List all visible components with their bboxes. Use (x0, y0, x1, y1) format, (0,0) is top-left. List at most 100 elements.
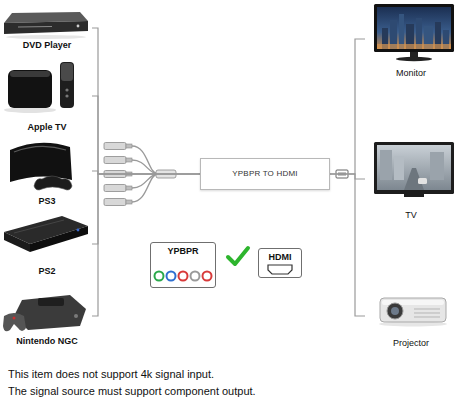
cable-connector (92, 174, 200, 244)
display-device: TV (365, 138, 457, 220)
note-text: This item does not support 4k signal inp… (8, 368, 214, 381)
node-label: Projector (393, 338, 429, 348)
tv-picture-part (377, 145, 451, 190)
monitor-picture-part (377, 7, 451, 49)
nintendo-picture (3, 295, 86, 331)
apple-tv-picture-part (10, 71, 50, 77)
node-label: Monitor (396, 68, 426, 78)
dvd-player-picture-part (77, 25, 80, 28)
rca-plugs-part (132, 174, 158, 202)
projector-picture-part (414, 313, 440, 314)
rca-plugs-part (104, 143, 126, 150)
note-text: The signal source must support component… (8, 385, 256, 398)
rca-plugs-part (104, 157, 126, 164)
hdmi-port-symbol-part (268, 265, 292, 274)
dvd-player-picture-part (4, 21, 88, 34)
projector-picture-part (391, 307, 399, 315)
dvd-player-picture-part (18, 26, 52, 28)
tv-picture-part (404, 194, 424, 197)
tv-picture (374, 142, 454, 197)
source-device: DVD Player (2, 6, 92, 50)
cable-connector (330, 174, 365, 316)
ps2-picture-part (30, 226, 88, 252)
dvd-player-picture-part (6, 35, 86, 39)
rca-plugs-part (126, 144, 132, 148)
component-jacks-part (203, 272, 212, 281)
tv-picture-part (394, 156, 404, 180)
check-mark (228, 248, 248, 264)
monitor-picture-part (396, 57, 432, 61)
source-device: Nintendo NGC (2, 286, 92, 346)
cable-connector (92, 174, 200, 316)
ps3-picture-part (14, 146, 66, 152)
dvd-player-picture (4, 12, 88, 39)
tv-picture-part (380, 150, 392, 180)
node-label: PS3 (38, 196, 55, 206)
monitor-picture-part (377, 44, 451, 49)
node-label: PS2 (38, 266, 55, 276)
rca-plugs-part (132, 160, 158, 174)
monitor-picture-part (399, 14, 404, 49)
display-device: Monitor (365, 0, 457, 78)
rca-plugs-part (126, 200, 132, 204)
component-jacks-part (155, 272, 164, 281)
monitor-picture-part (374, 4, 454, 52)
component-jacks-part (167, 272, 176, 281)
ps2-picture-part (14, 220, 64, 233)
cable-connector (92, 96, 200, 174)
node-label: TV (405, 210, 417, 220)
node-label: YPBPR (167, 246, 198, 256)
projector-picture-part (414, 317, 440, 318)
node-label: Apple TV (27, 122, 66, 132)
apple-tv-picture-part (65, 94, 68, 97)
cable-connector (330, 174, 365, 179)
port-badge: YPBPR (150, 242, 216, 288)
rca-plugs-part (126, 186, 132, 190)
cable-connector (330, 39, 365, 174)
apple-tv-picture-part (61, 63, 73, 81)
source-device: Apple TV (2, 60, 92, 132)
apple-tv-picture (4, 62, 74, 113)
node-label: HDMI (269, 252, 292, 262)
apple-tv-picture-part (60, 62, 74, 108)
monitor-picture (374, 4, 454, 61)
hdmi-port-symbol (268, 265, 292, 274)
node-label: Nintendo NGC (16, 336, 78, 346)
ps2-picture-part (4, 232, 30, 252)
node-label: YPBPR TO HDMI (232, 169, 297, 178)
source-device: PS2 (2, 212, 92, 276)
ps3-picture-part (34, 176, 72, 190)
projector-picture (379, 298, 447, 327)
ps3-picture (10, 143, 72, 190)
nintendo-picture-part (74, 314, 78, 318)
projector-picture-part (414, 309, 440, 310)
ps3-picture-part (10, 143, 72, 182)
rca-plugs-part (126, 158, 132, 162)
cable-connector (92, 28, 200, 174)
rca-plugs-part (104, 199, 126, 206)
rca-plugs-part (132, 146, 158, 174)
source-device: PS3 (2, 136, 92, 206)
tv-picture-part (374, 142, 454, 194)
apple-tv-picture-part (8, 70, 52, 108)
tv-picture-part (418, 178, 427, 184)
nintendo-picture-part (13, 317, 16, 320)
nintendo-picture-part (38, 298, 64, 306)
ps2-picture (4, 216, 88, 252)
projector-picture-part (387, 303, 403, 319)
component-jacks-part (179, 272, 188, 281)
converter-box: YPBPR TO HDMI (200, 158, 330, 190)
node-label: DVD Player (23, 40, 72, 50)
nintendo-picture-part (3, 313, 26, 331)
apple-tv-picture-part (65, 88, 68, 91)
projector-picture-part (380, 298, 446, 322)
component-jacks-part (191, 272, 200, 281)
tv-picture-part (430, 152, 444, 180)
check-mark-part (228, 248, 248, 264)
rca-plugs-part (104, 185, 126, 192)
port-badge: HDMI (258, 248, 302, 278)
component-jacks (155, 272, 212, 281)
